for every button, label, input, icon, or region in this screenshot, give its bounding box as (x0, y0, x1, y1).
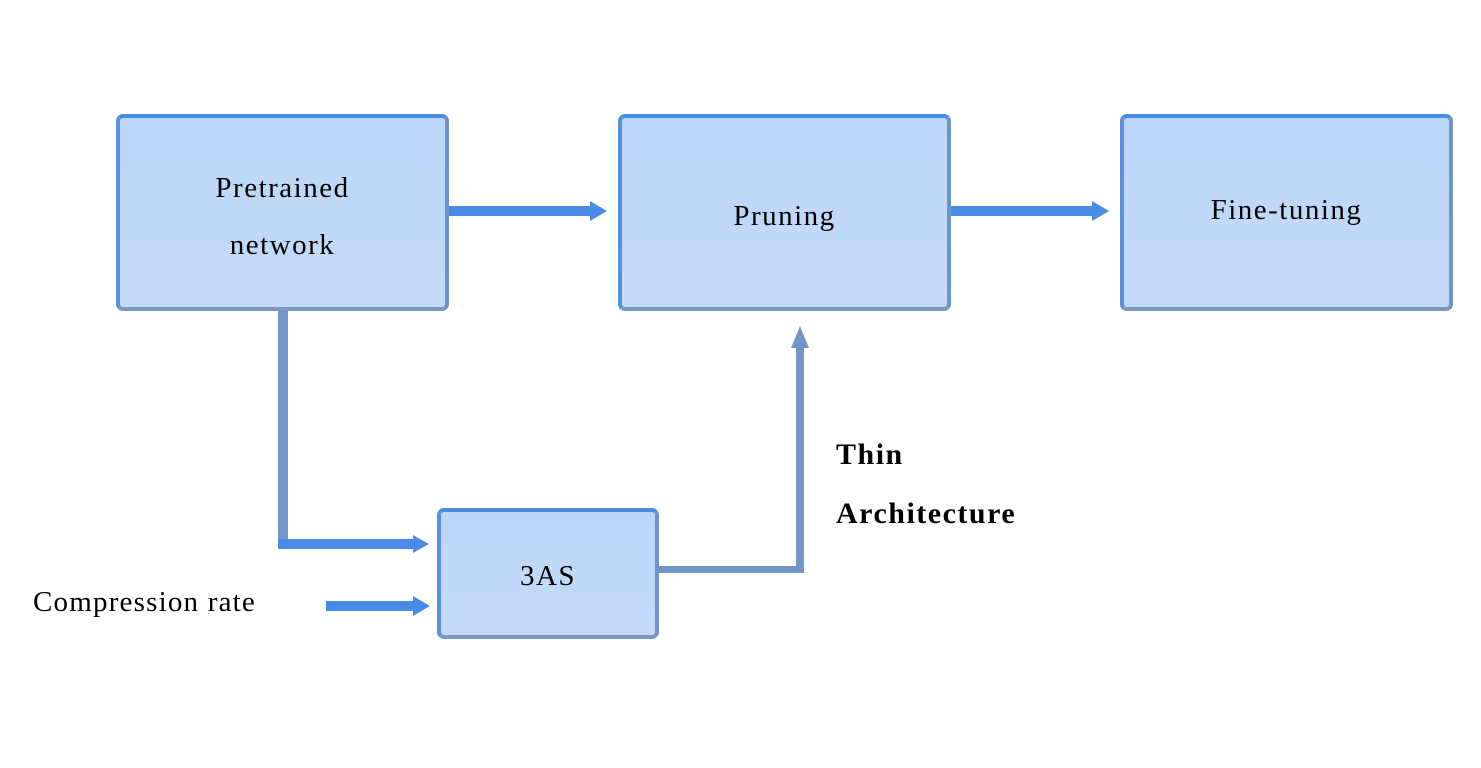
three-as-label: 3AS (519, 560, 577, 592)
arrow-pretrained-to-3as (278, 311, 429, 553)
arrow-3as-to-pruning (659, 326, 809, 573)
fine-tuning-box: Fine-tuning (1120, 114, 1453, 311)
arrow-pruning-to-finetuning (951, 201, 1109, 221)
pretrained-network-box: Pretrained network (116, 114, 449, 311)
compression-rate-label: Compression rate (33, 586, 256, 618)
pruning-box: Pruning (618, 114, 951, 311)
thin-architecture-line1: Thin (836, 438, 904, 471)
thin-architecture-line2: Architecture (836, 497, 1017, 530)
pretrained-network-label-line2: network (229, 229, 336, 261)
fine-tuning-label: Fine-tuning (1210, 194, 1363, 226)
arrow-pretrained-to-pruning (449, 201, 607, 221)
pruning-label: Pruning (733, 200, 836, 232)
arrow-compression-to-3as (326, 596, 430, 616)
thin-architecture-label: Thin Architecture (836, 425, 1016, 543)
three-as-box: 3AS (437, 508, 659, 639)
pretrained-network-label-line1: Pretrained (215, 172, 350, 204)
